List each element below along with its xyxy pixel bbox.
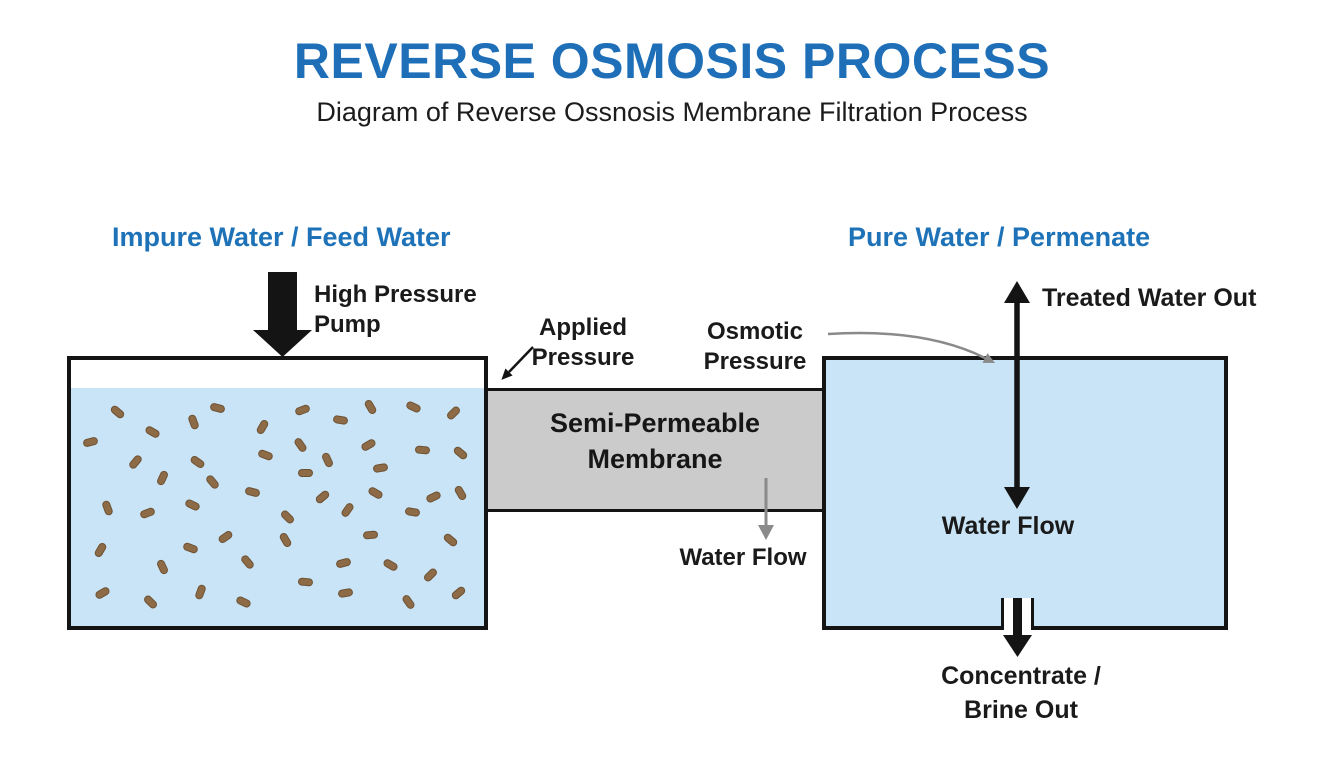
semi-permeable-membrane-box: Semi-Permeable Membrane	[488, 388, 822, 512]
high-pressure-pump-label: High Pressure Pump	[314, 281, 477, 338]
brine-outlet-notch	[1001, 598, 1034, 630]
page-title: REVERSE OSMOSIS PROCESS	[293, 33, 1051, 89]
feed-water-tank	[67, 356, 488, 630]
treated-water-out-label: Treated Water Out	[1042, 284, 1257, 312]
high-pressure-pump-arrow-icon	[253, 272, 312, 357]
concentrate-brine-out-label: Concentrate / Brine Out	[941, 662, 1101, 724]
feed-water-fill	[71, 388, 484, 626]
permeate-section-label: Pure Water / Permenate	[848, 222, 1151, 252]
osmotic-pressure-label: Osmotic Pressure	[703, 318, 807, 375]
permeate-tank	[822, 356, 1228, 630]
applied-pressure-label: Applied Pressure	[531, 314, 635, 371]
page-subtitle: Diagram of Reverse Ossnosis Membrane Fil…	[316, 97, 1028, 127]
water-flow-right-label: Water Flow	[941, 512, 1075, 540]
air-gap	[71, 360, 484, 388]
water-flow-middle-label: Water Flow	[679, 544, 807, 571]
feed-water-section-label: Impure Water / Feed Water	[112, 222, 451, 252]
membrane-label: Semi-Permeable Membrane	[549, 408, 761, 474]
